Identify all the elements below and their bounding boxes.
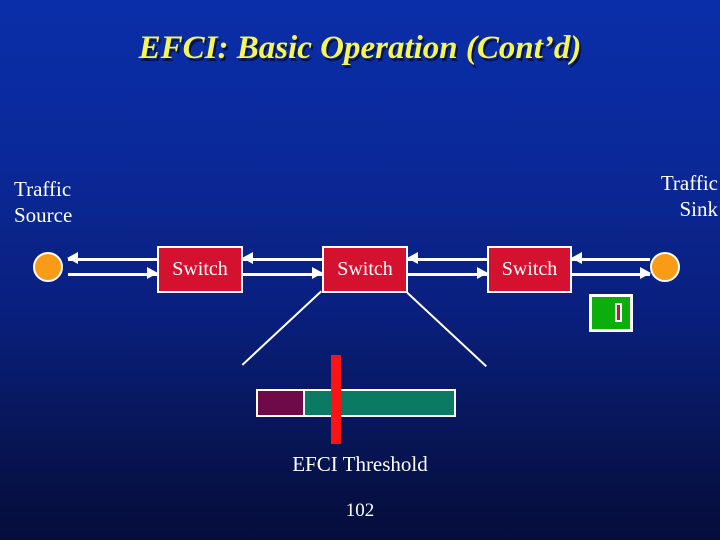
link-source-switch1 [67,252,158,284]
link-forward-line [408,273,487,276]
link-forward-line [243,273,322,276]
link-reverse-line [572,258,650,261]
arrow-head-right-icon [640,267,651,279]
arrow-head-right-icon [312,267,323,279]
arrow-head-left-icon [242,252,253,264]
arrow-head-right-icon [147,267,158,279]
page-title: EFCI: Basic Operation (Cont’d) [138,30,582,66]
link-reverse-line [408,258,487,261]
link-switch3-sink [571,252,651,284]
link-forward-line [572,273,650,276]
arrow-head-left-icon [407,252,418,264]
page-number: 102 [345,500,375,521]
arrow-head-left-icon [571,252,582,264]
traffic-source-label-line2: Source [14,203,73,227]
magnifier-right-leg [406,292,487,368]
switch-node-2-label: Switch [337,258,393,280]
link-reverse-line [243,258,322,261]
link-switch2-switch3 [407,252,488,284]
traffic-source-label: Traffic Source [14,176,72,228]
traffic-source-node [33,252,63,282]
switch-node-2: Switch [322,246,408,293]
arrow-head-right-icon [477,267,488,279]
efci-threshold-caption: EFCI Threshold [292,452,428,476]
switch-queue-bar [256,389,456,417]
queue-magnifier-lines [241,290,487,394]
traffic-sink-label: Traffic Sink [661,170,718,222]
link-switch1-switch2 [242,252,323,284]
link-forward-line [68,273,157,276]
efci-bit-marker [615,303,622,322]
efci-threshold-marker [331,355,341,444]
link-reverse-line [68,258,157,261]
queue-empty-segment [305,391,454,415]
arrow-head-left-icon [67,252,78,264]
efci-bit-indicator [589,294,633,332]
switch-node-3: Switch [487,246,572,293]
switch-node-1-label: Switch [172,258,228,280]
traffic-sink-label-line1: Traffic [660,171,718,195]
queue-filled-segment [258,391,306,415]
traffic-source-label-line1: Traffic [14,177,72,201]
magnifier-left-leg [241,290,322,366]
traffic-sink-node [650,252,680,282]
switch-node-3-label: Switch [501,258,558,280]
switch-node-1: Switch [157,246,243,293]
traffic-sink-label-line2: Sink [679,197,718,221]
